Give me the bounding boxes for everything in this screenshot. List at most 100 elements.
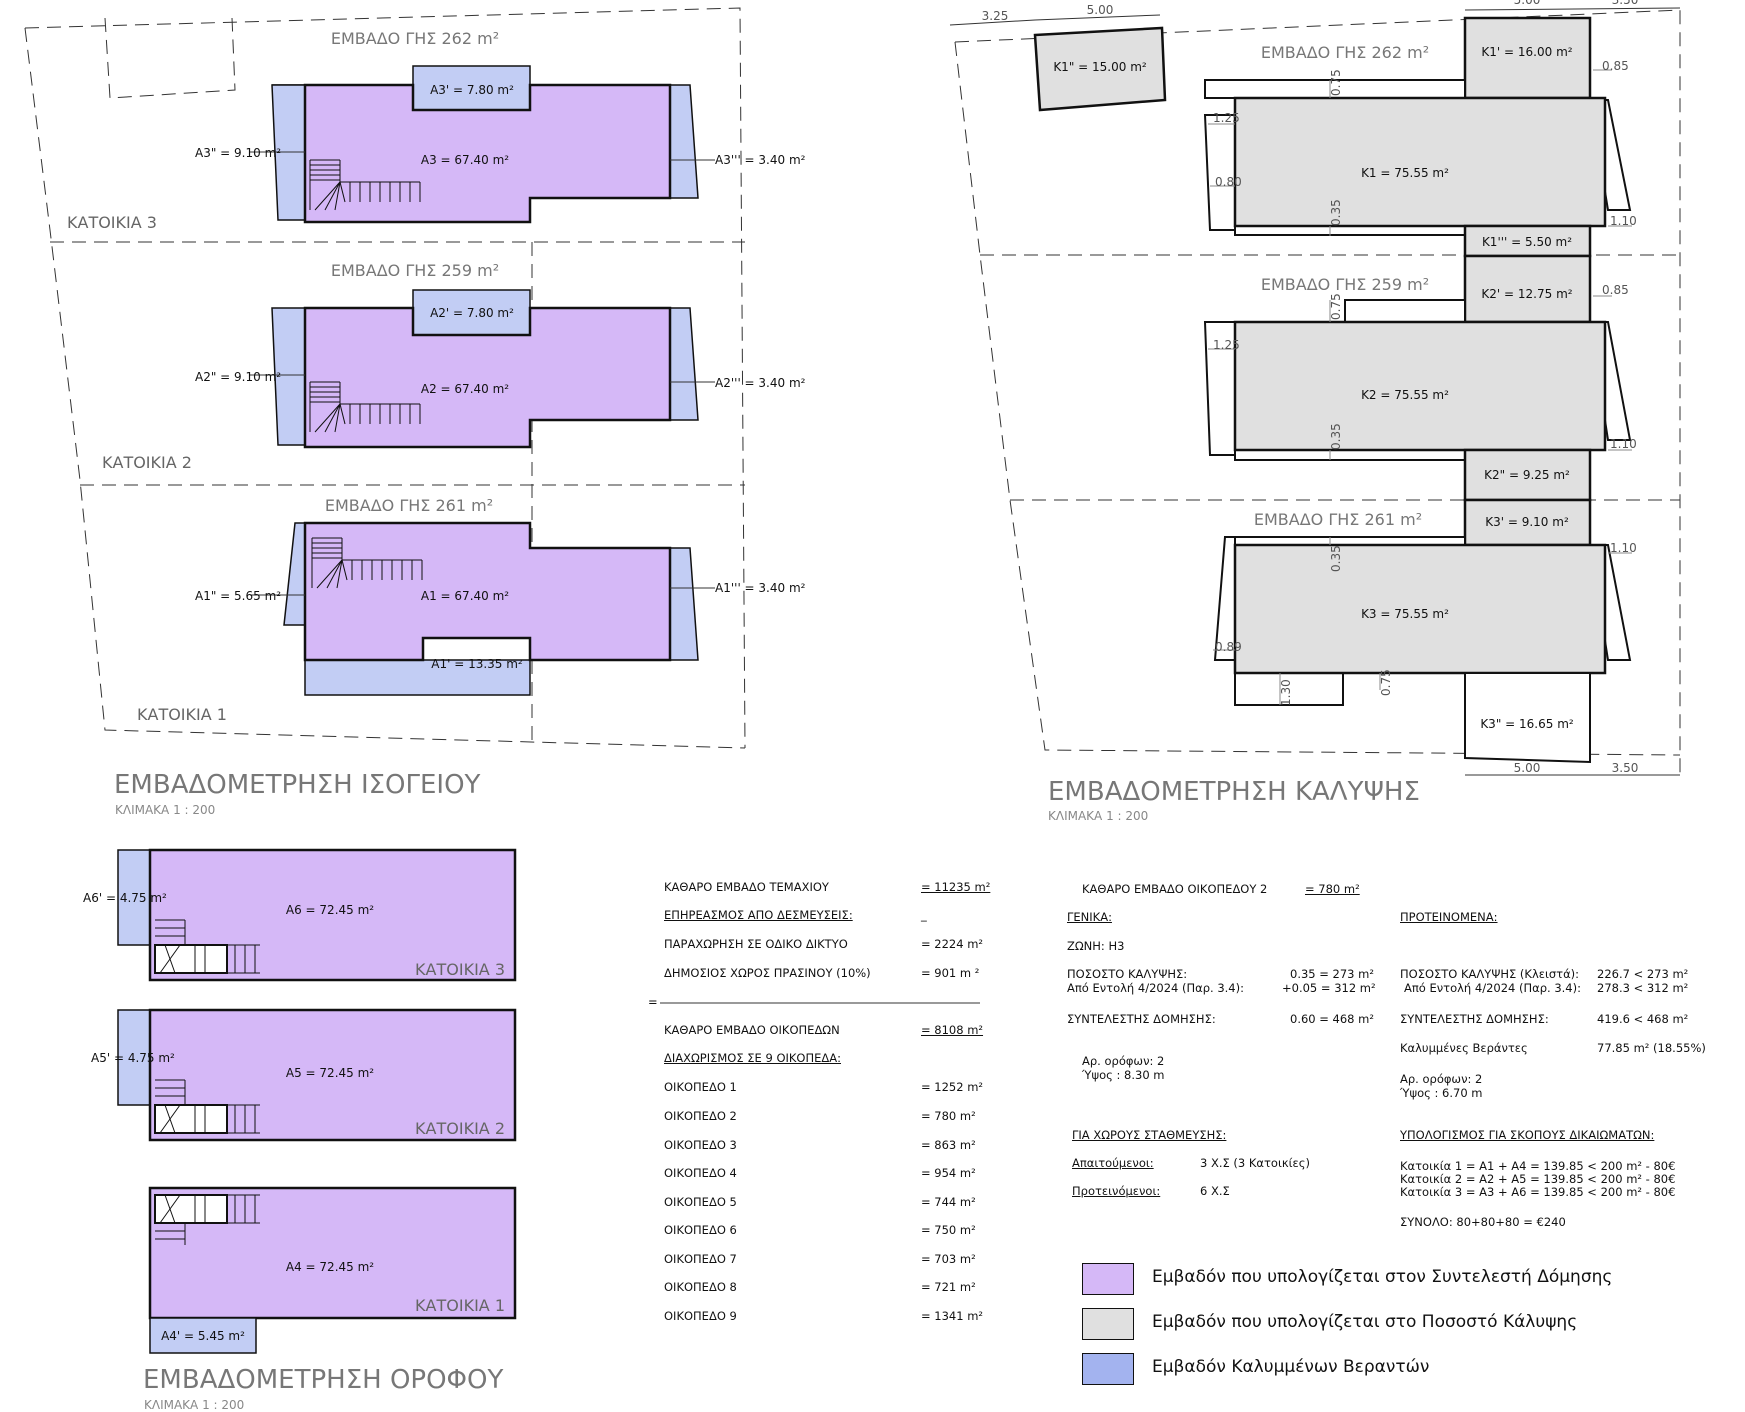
legend-swatch-coverage	[1082, 1308, 1134, 1340]
ground-house-2: ΚΑΤΟΙΚΙΑ 2	[102, 453, 192, 472]
site-row-8-label: ΟΙΚΟΠΕΔΟ 3	[664, 1138, 737, 1152]
plot2-required-value: 3 Χ.Σ (3 Κατοικίες)	[1200, 1156, 1310, 1170]
site-row-8-value: = 863 m²	[921, 1138, 976, 1152]
ground-a1-right: A1''' = 3.40 m²	[715, 581, 806, 595]
site-row-7-value: = 780 m²	[921, 1109, 976, 1123]
dim-500-top: 5.00	[1087, 3, 1114, 17]
site-row-11-label: ΟΙΚΟΠΕΔΟ 6	[664, 1223, 737, 1237]
site-row-0-label: ΚΑΘΑΡΟ ΕΜΒΑΔΟ ΤΕΜΑΧΙΟΥ	[664, 880, 829, 894]
dim-350-bottom: 3.50	[1612, 761, 1639, 775]
dim-075-3: 0.75	[1379, 669, 1393, 696]
proposed-floors: Αρ. ορόφων: 2	[1400, 1072, 1483, 1086]
proposed-fees-title: ΥΠΟΛΟΓΙΣΜΟΣ ΓΙΑ ΣΚΟΠΟΥΣ ΔΙΚΑΙΩΜΑΤΩΝ:	[1400, 1128, 1655, 1142]
coverage-k2dd: K2" = 9.25 m²	[1484, 468, 1570, 482]
dim-130: 1.30	[1279, 679, 1293, 706]
coverage-k1: K1 = 75.55 m²	[1361, 166, 1449, 180]
coverage-k1ddd: K1''' = 5.50 m²	[1482, 235, 1572, 249]
site-row-9-value: = 954 m²	[921, 1166, 976, 1180]
proposed-coverage-value: 226.7 < 273 m²	[1597, 967, 1689, 981]
legend-swatch-building	[1082, 1263, 1134, 1295]
site-row-10-value: = 744 m²	[921, 1195, 976, 1209]
legend-text-verandas: Εμβαδόν Καλυμμένων Βεραντών	[1152, 1357, 1430, 1377]
plot2-net-value: = 780 m²	[1305, 882, 1360, 896]
site-row-9-label: ΟΙΚΟΠΕΔΟ 4	[664, 1166, 737, 1180]
plot2-net-label: ΚΑΘΑΡΟ ΕΜΒΑΔΟ ΟΙΚΟΠΕΔΟΥ 2	[1082, 882, 1268, 896]
dim-125-2: 1.25	[1213, 338, 1240, 352]
ground-a3-main: A3 = 67.40 m²	[421, 153, 509, 167]
plot2-coverage-sub-label: Από Εντολή 4/2024 (Παρ. 3.4):	[1067, 981, 1244, 995]
legend-text-coverage: Εμβαδόν που υπολογίζεται στο Ποσοστό Κάλ…	[1152, 1312, 1578, 1332]
proposed-fee-2: Κατοικία 2 = A2 + A5 = 139.85 < 200 m² -…	[1400, 1172, 1676, 1186]
site-row-13-label: ΟΙΚΟΠΕΔΟ 8	[664, 1280, 737, 1294]
coverage-area-2: ΕΜΒΑΔΟ ΓΗΣ 259 m²	[1261, 275, 1429, 294]
floor-a5-main: A5 = 72.45 m²	[286, 1066, 374, 1080]
ground-house-3: ΚΑΤΟΙΚΙΑ 3	[67, 213, 157, 232]
floor-house-2: ΚΑΤΟΙΚΙΑ 2	[415, 1119, 505, 1138]
dim-110-1: 1.10	[1610, 214, 1637, 228]
coverage-k3d: K3' = 9.10 m²	[1485, 515, 1569, 529]
proposed-coverage-sub-label: Από Εντολή 4/2024 (Παρ. 3.4):	[1404, 981, 1581, 995]
dim-080: 0.80	[1215, 175, 1242, 189]
site-row-12-value: = 703 m²	[921, 1252, 976, 1266]
plot2-proposed-value: 6 Χ.Σ	[1200, 1184, 1230, 1198]
site-equals: =	[648, 995, 658, 1009]
floor-house-1: ΚΑΤΟΙΚΙΑ 1	[415, 1296, 505, 1315]
proposed-building-label: ΣΥΝΤΕΛΕΣΤΗΣ ΔΟΜΗΣΗΣ:	[1400, 1012, 1549, 1026]
plot2-parking-title: ΓΙΑ ΧΩΡΟΥΣ ΣΤΑΘΜΕΥΣΗΣ:	[1072, 1128, 1227, 1142]
dim-085-2: 0.85	[1602, 283, 1629, 297]
plot2-building-value: 0.60 = 468 m²	[1290, 1012, 1374, 1026]
proposed-total: ΣΥΝΟΛΟ: 80+80+80 = €240	[1400, 1215, 1566, 1229]
site-row-3-label: ΔΗΜΟΣΙΟΣ ΧΩΡΟΣ ΠΡΑΣΙΝΟΥ (10%)	[664, 966, 871, 980]
coverage-k2: K2 = 75.55 m²	[1361, 388, 1449, 402]
dim-075-1: 0.75	[1329, 69, 1343, 96]
proposed-height: Ύψος : 6.70 m	[1400, 1086, 1483, 1100]
dim-500-top-right: 5.00	[1514, 0, 1541, 7]
coverage-k3: K3 = 75.55 m²	[1361, 607, 1449, 621]
dim-089: 0.89	[1215, 640, 1242, 654]
plot2-general: ΓΕΝΙΚΑ:	[1067, 910, 1112, 924]
ground-a2-top: A2' = 7.80 m²	[430, 306, 514, 320]
site-row-11-value: = 750 m²	[921, 1223, 976, 1237]
ground-a1-left: A1" = 5.65 m²	[195, 589, 281, 603]
site-row-6-value: = 1252 m²	[921, 1080, 984, 1094]
site-row-14-value: = 1341 m²	[921, 1309, 984, 1323]
floor-a5-side: A5' = 4.75 m²	[91, 1051, 175, 1065]
site-row-0-value: = 11235 m²	[921, 880, 991, 894]
dim-075-2: 0.75	[1329, 293, 1343, 320]
site-row-7-label: ΟΙΚΟΠΕΔΟ 2	[664, 1109, 737, 1123]
proposed-fee-1: Κατοικία 1 = A1 + A4 = 139.85 < 200 m² -…	[1400, 1159, 1676, 1173]
plot2-height: Ύψος : 8.30 m	[1082, 1068, 1165, 1082]
coverage-k2d: K2' = 12.75 m²	[1481, 287, 1572, 301]
coverage-area-3: ΕΜΒΑΔΟ ΓΗΣ 261 m²	[1254, 510, 1422, 529]
ground-a1-main: A1 = 67.40 m²	[421, 589, 509, 603]
ground-area-1: ΕΜΒΑΔΟ ΓΗΣ 261 m²	[325, 496, 493, 515]
proposed-coverage-sub-value: 278.3 < 312 m²	[1597, 981, 1689, 995]
legend-text-building: Εμβαδόν που υπολογίζεται στον Συντελεστή…	[1152, 1267, 1613, 1287]
ground-a2-left: A2" = 9.10 m²	[195, 370, 281, 384]
proposed-coverage-label: ΠΟΣΟΣΤΟ ΚΑΛΥΨΗΣ (Κλειστά):	[1400, 967, 1580, 981]
dim-035-2: 0.35	[1329, 423, 1343, 450]
site-row-4-label: ΚΑΘΑΡΟ ΕΜΒΑΔΟ ΟΙΚΟΠΕΔΩΝ	[664, 1023, 840, 1037]
legend-swatch-verandas	[1082, 1353, 1134, 1385]
ground-a2-right: A2''' = 3.40 m²	[715, 376, 806, 390]
site-row-10-label: ΟΙΚΟΠΕΔΟ 5	[664, 1195, 737, 1209]
plot2-coverage-value: 0.35 = 273 m²	[1290, 967, 1374, 981]
dim-110-3: 1.10	[1610, 541, 1637, 555]
ground-house-1: ΚΑΤΟΙΚΙΑ 1	[137, 705, 227, 724]
proposed-verandas-label: Καλυμμένες Βεράντες	[1400, 1041, 1528, 1055]
dim-035-1: 0.35	[1329, 199, 1343, 226]
plot2-proposed-label: Προτεινόμενοι:	[1072, 1184, 1161, 1198]
ground-scale: ΚΛΙΜΑΚΑ 1 : 200	[115, 803, 215, 817]
floor-a6-main: A6 = 72.45 m²	[286, 903, 374, 917]
plot2-required-label: Απαιτούμενοι:	[1072, 1156, 1154, 1170]
upper-floor-plan: A6 = 72.45 m² A6' = 4.75 m² ΚΑΤΟΙΚΙΑ 3 A…	[83, 848, 517, 1412]
dim-085-1: 0.85	[1602, 59, 1629, 73]
ground-area-3: ΕΜΒΑΔΟ ΓΗΣ 262 m²	[331, 29, 499, 48]
site-row-12-label: ΟΙΚΟΠΕΔΟ 7	[664, 1252, 737, 1266]
floor-house-3: ΚΑΤΟΙΚΙΑ 3	[415, 960, 505, 979]
dim-035-3: 0.35	[1329, 545, 1343, 572]
site-row-3-value: = 901 m ²	[921, 966, 980, 980]
floor-scale: ΚΛΙΜΑΚΑ 1 : 200	[144, 1398, 244, 1412]
coverage-k1d: K1' = 16.00 m²	[1481, 45, 1572, 59]
plot2-floors: Αρ. ορόφων: 2	[1082, 1054, 1165, 1068]
